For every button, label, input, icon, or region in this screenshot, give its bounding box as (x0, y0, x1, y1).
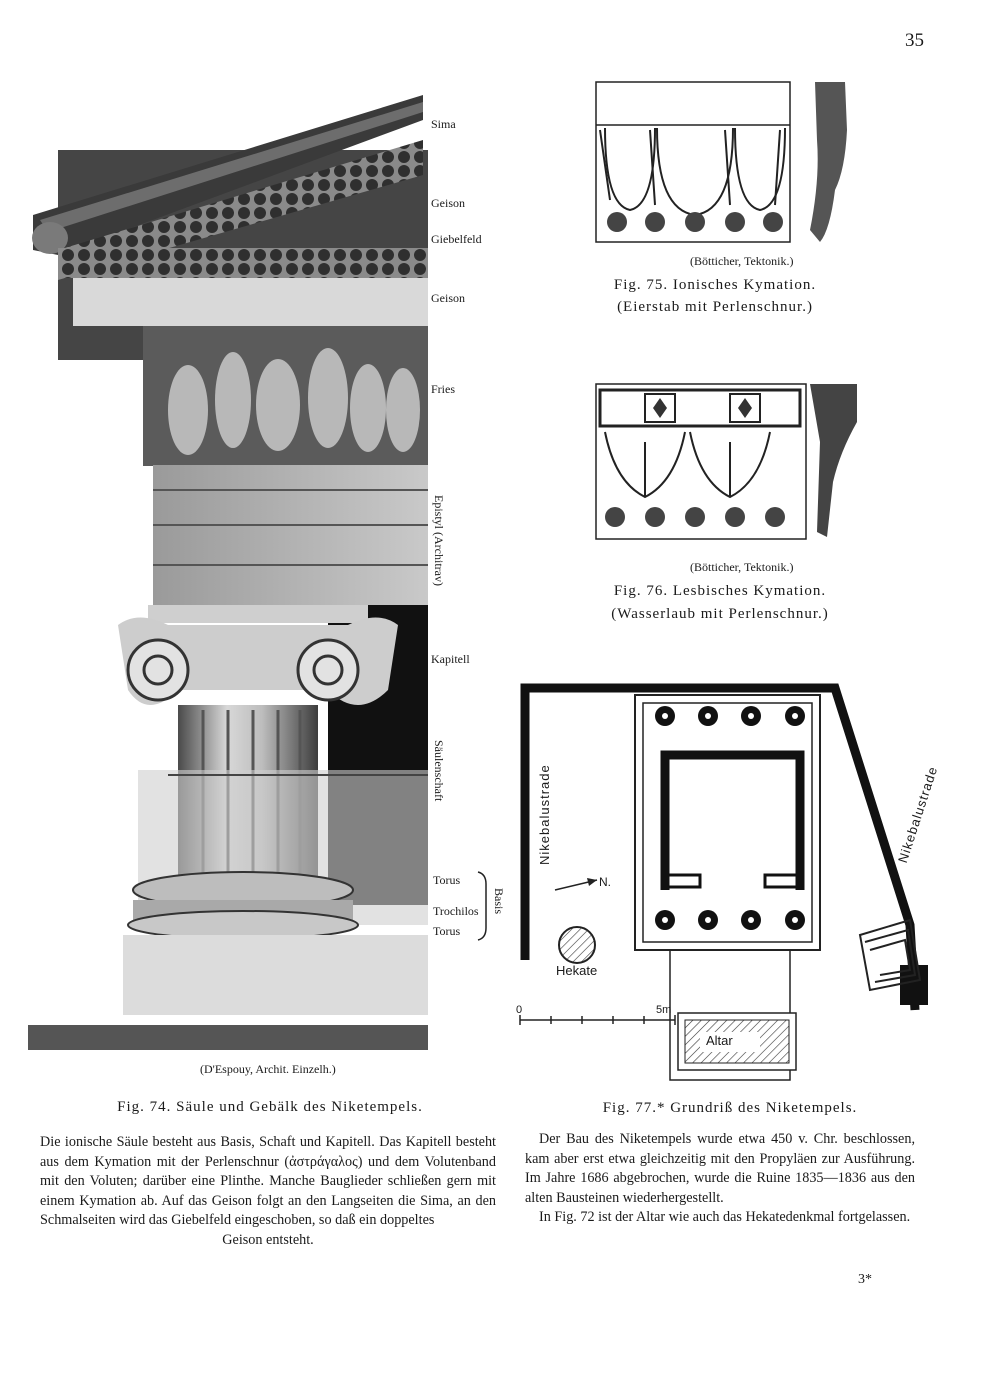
text-left: Die ionische Säule besteht aus Basis, Sc… (40, 1133, 496, 1250)
fig75-caption-1: Fig. 75. Ionisches Kymation. (613, 277, 817, 293)
label-sima: Sima (431, 117, 456, 131)
text-right-paragraph-1: Der Bau des Niketempels wurde etwa 450 v… (525, 1131, 915, 1206)
label-giebelfeld: Giebelfeld (431, 232, 482, 246)
scale-start: 0 (516, 1004, 523, 1016)
fig76-caption-2: (Wasserlaub mit Perlenschnur.) (611, 606, 829, 622)
fig75-credit: (Bötticher, Tektonik.) (690, 254, 794, 268)
label-torus-upper: Torus (433, 873, 461, 887)
text-left-last-line: Geison entsteht. (222, 1231, 314, 1248)
label-saeulenschaft: Säulenschaft (432, 740, 446, 802)
signature-mark: 3* (858, 1272, 872, 1287)
fig77-plan (519, 683, 928, 1081)
label-hekate: Hekate (556, 963, 598, 978)
label-altar: Altar (706, 1033, 733, 1048)
label-torus-lower: Torus (433, 924, 461, 938)
fig74-photograph (28, 95, 428, 1050)
label-nikebalustrade-left: Nikebalustrade (537, 764, 552, 865)
fig75-caption-2: (Eierstab mit Perlenschnur.) (617, 299, 813, 315)
scale-end: 5m (656, 1004, 672, 1016)
fig76-credit: (Bötticher, Tektonik.) (690, 560, 794, 574)
fig76-drawing (595, 383, 857, 540)
label-trochilos: Trochilos (433, 904, 479, 918)
label-north: N. (599, 875, 611, 889)
fig76-caption-1: Fig. 76. Lesbisches Kymation. (613, 583, 827, 599)
label-epistyl: Epistyl (Architrav) (432, 495, 446, 586)
text-right-paragraph-2: In Fig. 72 ist der Altar wie auch das He… (539, 1209, 911, 1225)
label-fries: Fries (431, 382, 455, 396)
label-basis: Basis (492, 888, 506, 915)
text-right: Der Bau des Niketempels wurde etwa 450 v… (525, 1130, 915, 1228)
label-kapitell: Kapitell (431, 652, 470, 666)
fig74-credit: (D'Espouy, Archit. Einzelh.) (200, 1062, 336, 1076)
label-geison: Geison (431, 291, 465, 305)
fig77-caption: Fig. 77.* Grundriß des Niketempels. (602, 1100, 858, 1116)
text-left-paragraph: Die ionische Säule besteht aus Basis, Sc… (40, 1134, 496, 1228)
basis-bracket (477, 871, 487, 941)
page-number: 35 (905, 30, 924, 51)
fig74-caption: Fig. 74. Säule und Gebälk des Niketempel… (117, 1099, 423, 1115)
label-geison-upper: Geison (431, 196, 465, 210)
fig75-drawing (595, 81, 847, 243)
